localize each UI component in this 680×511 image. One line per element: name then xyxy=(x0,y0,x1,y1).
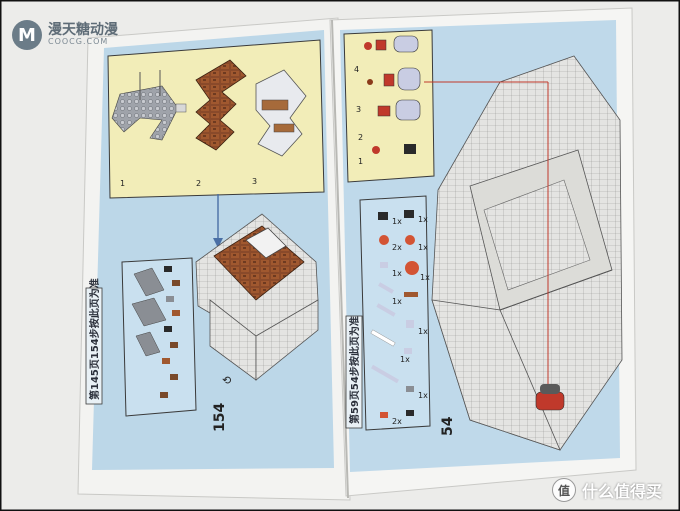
watermark-subtitle: COOCG.COM xyxy=(48,37,109,47)
arrow-head xyxy=(213,238,223,248)
substep-label-2: 2 xyxy=(196,179,201,188)
brick-wall-assembly xyxy=(195,59,247,151)
stack-2 xyxy=(377,99,421,121)
substep-label-4: 4 xyxy=(354,65,359,74)
watermark-logo-icon: M xyxy=(12,20,42,50)
part-count-9: 1x xyxy=(400,355,410,364)
watermark-top-left: M 漫天糖动漫 COOCG.COM xyxy=(12,20,118,50)
watermark-logo-letter: M xyxy=(18,24,36,46)
substep-label-3: 3 xyxy=(252,177,257,186)
right-substep-panel: 4 3 2 1 xyxy=(343,29,435,183)
right-side-label-group: 第59页54步按此页为准 xyxy=(345,315,363,429)
watermark-badge-glyph: 值 xyxy=(557,483,570,498)
frame-assembly xyxy=(255,69,307,157)
left-parts-list xyxy=(121,257,197,417)
substep-label-1r: 1 xyxy=(358,157,363,166)
substep-label-3r: 3 xyxy=(356,105,361,114)
stack-3 xyxy=(367,67,421,91)
substep-label-2r: 2 xyxy=(358,133,363,142)
right-parts-list: 1x 1x 2x 1x 1x 1x 1x 1x 1x 1x 2x xyxy=(359,195,431,431)
left-page-number: 154 xyxy=(212,403,228,432)
part-count-7: 1x xyxy=(392,297,402,306)
watermark-bottom-right: 值 什么值得买 xyxy=(552,478,662,502)
left-side-label-group: 第145页154步按此页为准 xyxy=(85,278,103,405)
part-count-6: 1x xyxy=(420,273,430,282)
part-count-10: 1x xyxy=(418,391,428,400)
stack-4 xyxy=(364,35,419,53)
substep-label-1: 1 xyxy=(120,179,125,188)
watermark-bottom-text: 什么值得买 xyxy=(582,482,663,501)
left-side-label: 第145页154步按此页为准 xyxy=(88,278,101,400)
part-count-4: 1x xyxy=(418,243,428,252)
rotate-icon: ⟲ xyxy=(222,374,231,387)
grey-plate-assembly xyxy=(111,85,179,141)
stack-1 xyxy=(372,144,416,154)
watermark-badge-icon: 值 xyxy=(552,478,576,502)
right-main-model xyxy=(424,55,623,451)
part-count-11: 2x xyxy=(392,417,402,426)
watermark-title: 漫天糖动漫 xyxy=(48,22,118,39)
part-count-3: 2x xyxy=(392,243,402,252)
right-page-number: 54 xyxy=(440,416,456,436)
part-count-8: 1x xyxy=(418,327,428,336)
part-count-5: 1x xyxy=(392,269,402,278)
highlighted-part xyxy=(535,391,565,411)
part-count-1: 1x xyxy=(392,217,402,226)
binding-fold xyxy=(331,19,349,499)
left-main-model xyxy=(195,213,319,381)
right-side-label: 第59页54步按此页为准 xyxy=(348,316,361,424)
left-substep-panel: 1 2 3 xyxy=(107,39,325,199)
part-count-2: 1x xyxy=(418,215,428,224)
